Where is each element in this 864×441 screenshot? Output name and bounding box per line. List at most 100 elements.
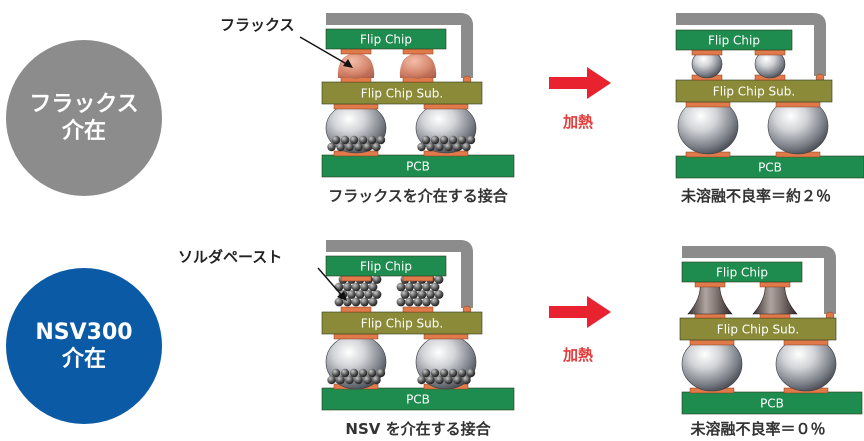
nsv-before-pcb-paste-1 xyxy=(457,368,467,378)
heat-arrow-row1-shape xyxy=(549,67,611,99)
heat-label-row1: 加熱 xyxy=(562,113,594,131)
flux-after-substrate-label: Flip Chip Sub. xyxy=(713,85,795,99)
flux-before-lead xyxy=(326,13,473,78)
nsv-after-lead xyxy=(682,246,836,314)
flux-after-lead xyxy=(676,13,826,76)
flux-before-pcb-paste-1 xyxy=(421,135,431,145)
flux-circle-line2: 介在 xyxy=(61,119,106,144)
nsv-after-chip-pad-0 xyxy=(694,281,726,288)
nsv-before-paste-0 xyxy=(334,297,344,307)
nsv-after-flip-chip xyxy=(681,261,803,283)
nsv-circle-line2: 介在 xyxy=(61,347,106,372)
flux-after: PCB Flip Chip Sub. Flip Chip xyxy=(675,13,864,179)
nsv-before-pcb-paste-0 xyxy=(331,368,341,378)
flux-callout-arrowhead xyxy=(343,59,353,68)
nsv-circle-line1: NSV300 xyxy=(35,320,133,345)
nsv-before-paste-0 xyxy=(351,282,361,292)
paste-callout-line xyxy=(317,267,345,299)
nsv-before-paste-1 xyxy=(417,290,427,299)
nsv-before-paste-0 xyxy=(368,282,378,292)
nsv-before-pcb-paste-0 xyxy=(376,368,386,378)
flux-callout-label: フラックス xyxy=(220,16,295,34)
flux-before-pcb-paste-0 xyxy=(331,135,341,145)
flux-after-flip-chip-label: Flip Chip xyxy=(708,34,760,48)
nsv-after-substrate xyxy=(679,317,837,341)
flux-after-pcb xyxy=(675,155,864,179)
nsv-before-paste-1 xyxy=(405,282,414,292)
nsv-before-paste-0 xyxy=(343,282,352,292)
flux-after-chip-pad-0 xyxy=(691,49,723,56)
nsv-before-paste-1 xyxy=(434,275,444,284)
nsv-before-pcb-paste-1 xyxy=(435,375,444,385)
nsv-before-chip-pad-0 xyxy=(340,275,372,282)
flux-after-substrate xyxy=(675,79,833,103)
flux-before-sub-bottom-pad-1 xyxy=(423,103,469,110)
nsv-before-paste-0 xyxy=(360,297,369,307)
nsv-after-flip-chip-label: Flip Chip xyxy=(716,266,768,280)
nsv-before-paste-1 xyxy=(396,282,406,292)
nsv-before-paste-1 xyxy=(413,282,423,292)
nsv-before-pcb-label: PCB xyxy=(406,393,430,407)
nsv-before-paste-0 xyxy=(360,282,369,292)
nsv-before-pcb-paste-0 xyxy=(336,375,345,385)
nsv-before-pcb-paste-1 xyxy=(439,368,449,378)
flux-before-pcb-paste-1 xyxy=(448,135,458,145)
nsv-before-paste-0 xyxy=(372,275,382,284)
nsv-before-pcb-paste-1 xyxy=(430,368,440,378)
flux-before-pcb-paste-0 xyxy=(367,135,377,145)
nsv-before-paste-1 xyxy=(434,290,444,299)
nsv-before-substrate xyxy=(321,311,483,335)
flux-before-pcb-paste-1 xyxy=(439,135,449,145)
flux-before-pcb-paste-1 xyxy=(444,142,453,152)
nsv-before-pcb-paste-0 xyxy=(367,368,377,378)
nsv-before-paste-1 xyxy=(413,297,423,307)
nsv-before-flip-chip-label: Flip Chip xyxy=(360,260,412,274)
flux-before-flux-1 xyxy=(399,52,437,78)
nsv-before-sub-top-pad-0 xyxy=(340,306,372,313)
flux-circle-line1: フラックス xyxy=(29,92,139,117)
flux-before-pcb-paste-1 xyxy=(435,142,444,152)
nsv-before-paste-1 xyxy=(422,282,431,292)
nsv-after-pcb-label: PCB xyxy=(760,397,784,411)
flux-before-pcb-paste-0 xyxy=(358,135,368,145)
heat-arrow-row1 xyxy=(549,67,611,99)
nsv-before-pcb xyxy=(321,387,515,411)
nsv-before-paste-0 xyxy=(372,290,382,299)
flux-before-pcb-paste-0 xyxy=(376,135,386,145)
nsv-after: PCB Flip Chip Sub. Flip Chip xyxy=(679,246,863,415)
flux-callout-line xyxy=(299,36,351,67)
flux-before-pcb-paste-1 xyxy=(417,142,426,152)
nsv-before-pcb-paste-1 xyxy=(453,375,462,385)
nsv-after-substrate-label: Flip Chip Sub. xyxy=(717,323,799,337)
heat-label-row2: 加熱 xyxy=(562,346,594,364)
nsv-after-chip-pad-1 xyxy=(759,281,791,288)
flux-before-flux-0 xyxy=(337,52,375,78)
flux-after-sub-bottom-pad-1 xyxy=(775,101,821,108)
nsv-before-flip-chip xyxy=(325,255,447,277)
flux-before-chip-pad-0 xyxy=(340,48,372,55)
nsv-before-paste-0 xyxy=(351,297,361,307)
nsv-before-paste-0 xyxy=(364,290,373,299)
nsv-before-pcb-paste-0 xyxy=(363,375,372,385)
nsv-before-pcb-paste-0 xyxy=(349,368,359,378)
nsv-before-sub-bottom-pad-0 xyxy=(333,333,379,340)
flux-before-flip-chip-label: Flip Chip xyxy=(360,33,412,47)
nsv-before-paste-0 xyxy=(347,290,356,299)
nsv-before-pcb-paste-0 xyxy=(340,368,350,378)
nsv-before-lead xyxy=(326,240,473,308)
flux-before-pcb-paste-0 xyxy=(354,142,363,152)
flux-circle: フラックス 介在 xyxy=(6,40,162,196)
flux-before-pcb-paste-0 xyxy=(336,142,345,152)
nsv-before-paste-1 xyxy=(400,290,410,299)
flux-before-pcb-paste-0 xyxy=(345,142,354,152)
heat-arrow-row2-shape xyxy=(549,296,611,328)
flux-after-pcb-label: PCB xyxy=(758,161,782,175)
nsv-before-paste-1 xyxy=(422,297,431,307)
nsv-after-sub-bottom-pad-1 xyxy=(783,339,829,346)
flux-before-sub-bottom-pad-0 xyxy=(333,103,379,110)
flux-before-pcb xyxy=(321,154,515,178)
flux-before-pcb-paste-1 xyxy=(462,142,471,152)
nsv-after-pcb xyxy=(681,391,863,415)
flux-before-pcb-paste-1 xyxy=(430,135,440,145)
